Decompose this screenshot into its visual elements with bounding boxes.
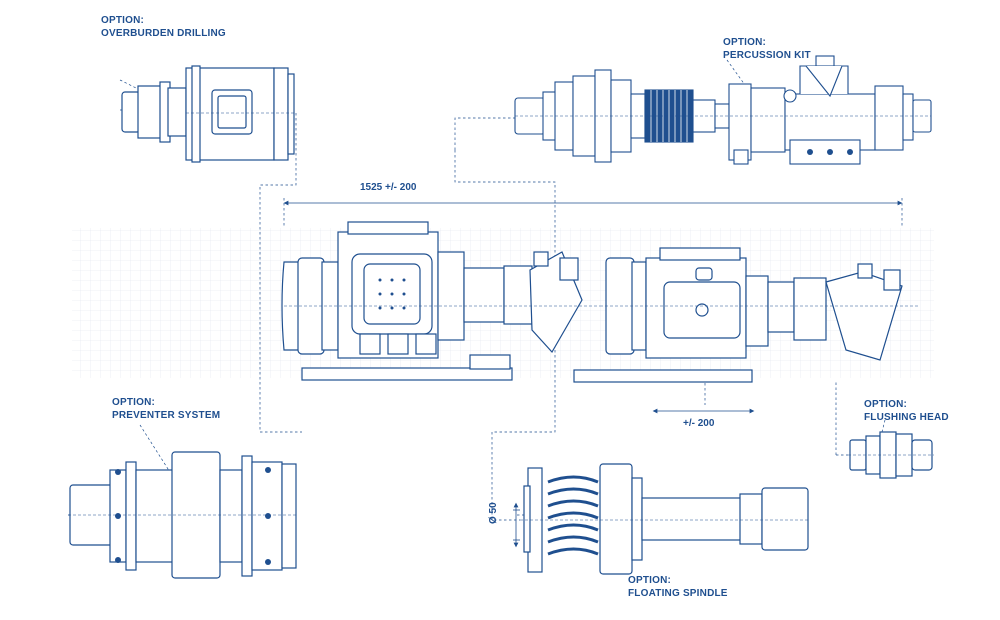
main-rotary-head-right [573,247,920,383]
flushing-head-unit [848,431,934,479]
label-flushing-name: FLUSHING HEAD [864,412,949,423]
dimension-shift-label: +/- 200 [683,418,715,429]
label-preventer-kicker: OPTION: [112,397,156,408]
label-floating-kicker: OPTION: [628,575,672,586]
label-overburden-drilling: OPTION: OVERBURDEN DRILLING [101,14,226,40]
label-preventer-system: OPTION: PREVENTER SYSTEM [112,396,220,422]
label-percussion-name: PERCUSSION KIT [723,50,811,61]
label-preventer-name: PREVENTER SYSTEM [112,410,221,421]
label-overburden-kicker: OPTION: [101,15,145,26]
label-percussion-kicker: OPTION: [723,37,767,48]
label-floating-name: FLOATING SPINDLE [628,588,728,599]
label-flushing-kicker: OPTION: [864,399,908,410]
label-overburden-name: OVERBURDEN DRILLING [101,28,226,39]
overburden-drilling-unit [121,65,295,163]
label-percussion-kit: OPTION: PERCUSSION KIT [723,36,811,62]
floating-spindle-unit [520,463,810,575]
preventer-system-unit [68,451,298,579]
label-flushing-head: OPTION: FLUSHING HEAD [864,398,949,424]
dimension-diameter-label: Ø 50 [488,502,499,524]
label-floating-spindle: OPTION: FLOATING SPINDLE [628,574,728,600]
dimension-lines [283,200,903,548]
dimension-span-label: 1525 +/- 200 [360,182,417,193]
percussion-kit-unit [514,55,932,165]
main-rotary-head-left [281,221,600,381]
